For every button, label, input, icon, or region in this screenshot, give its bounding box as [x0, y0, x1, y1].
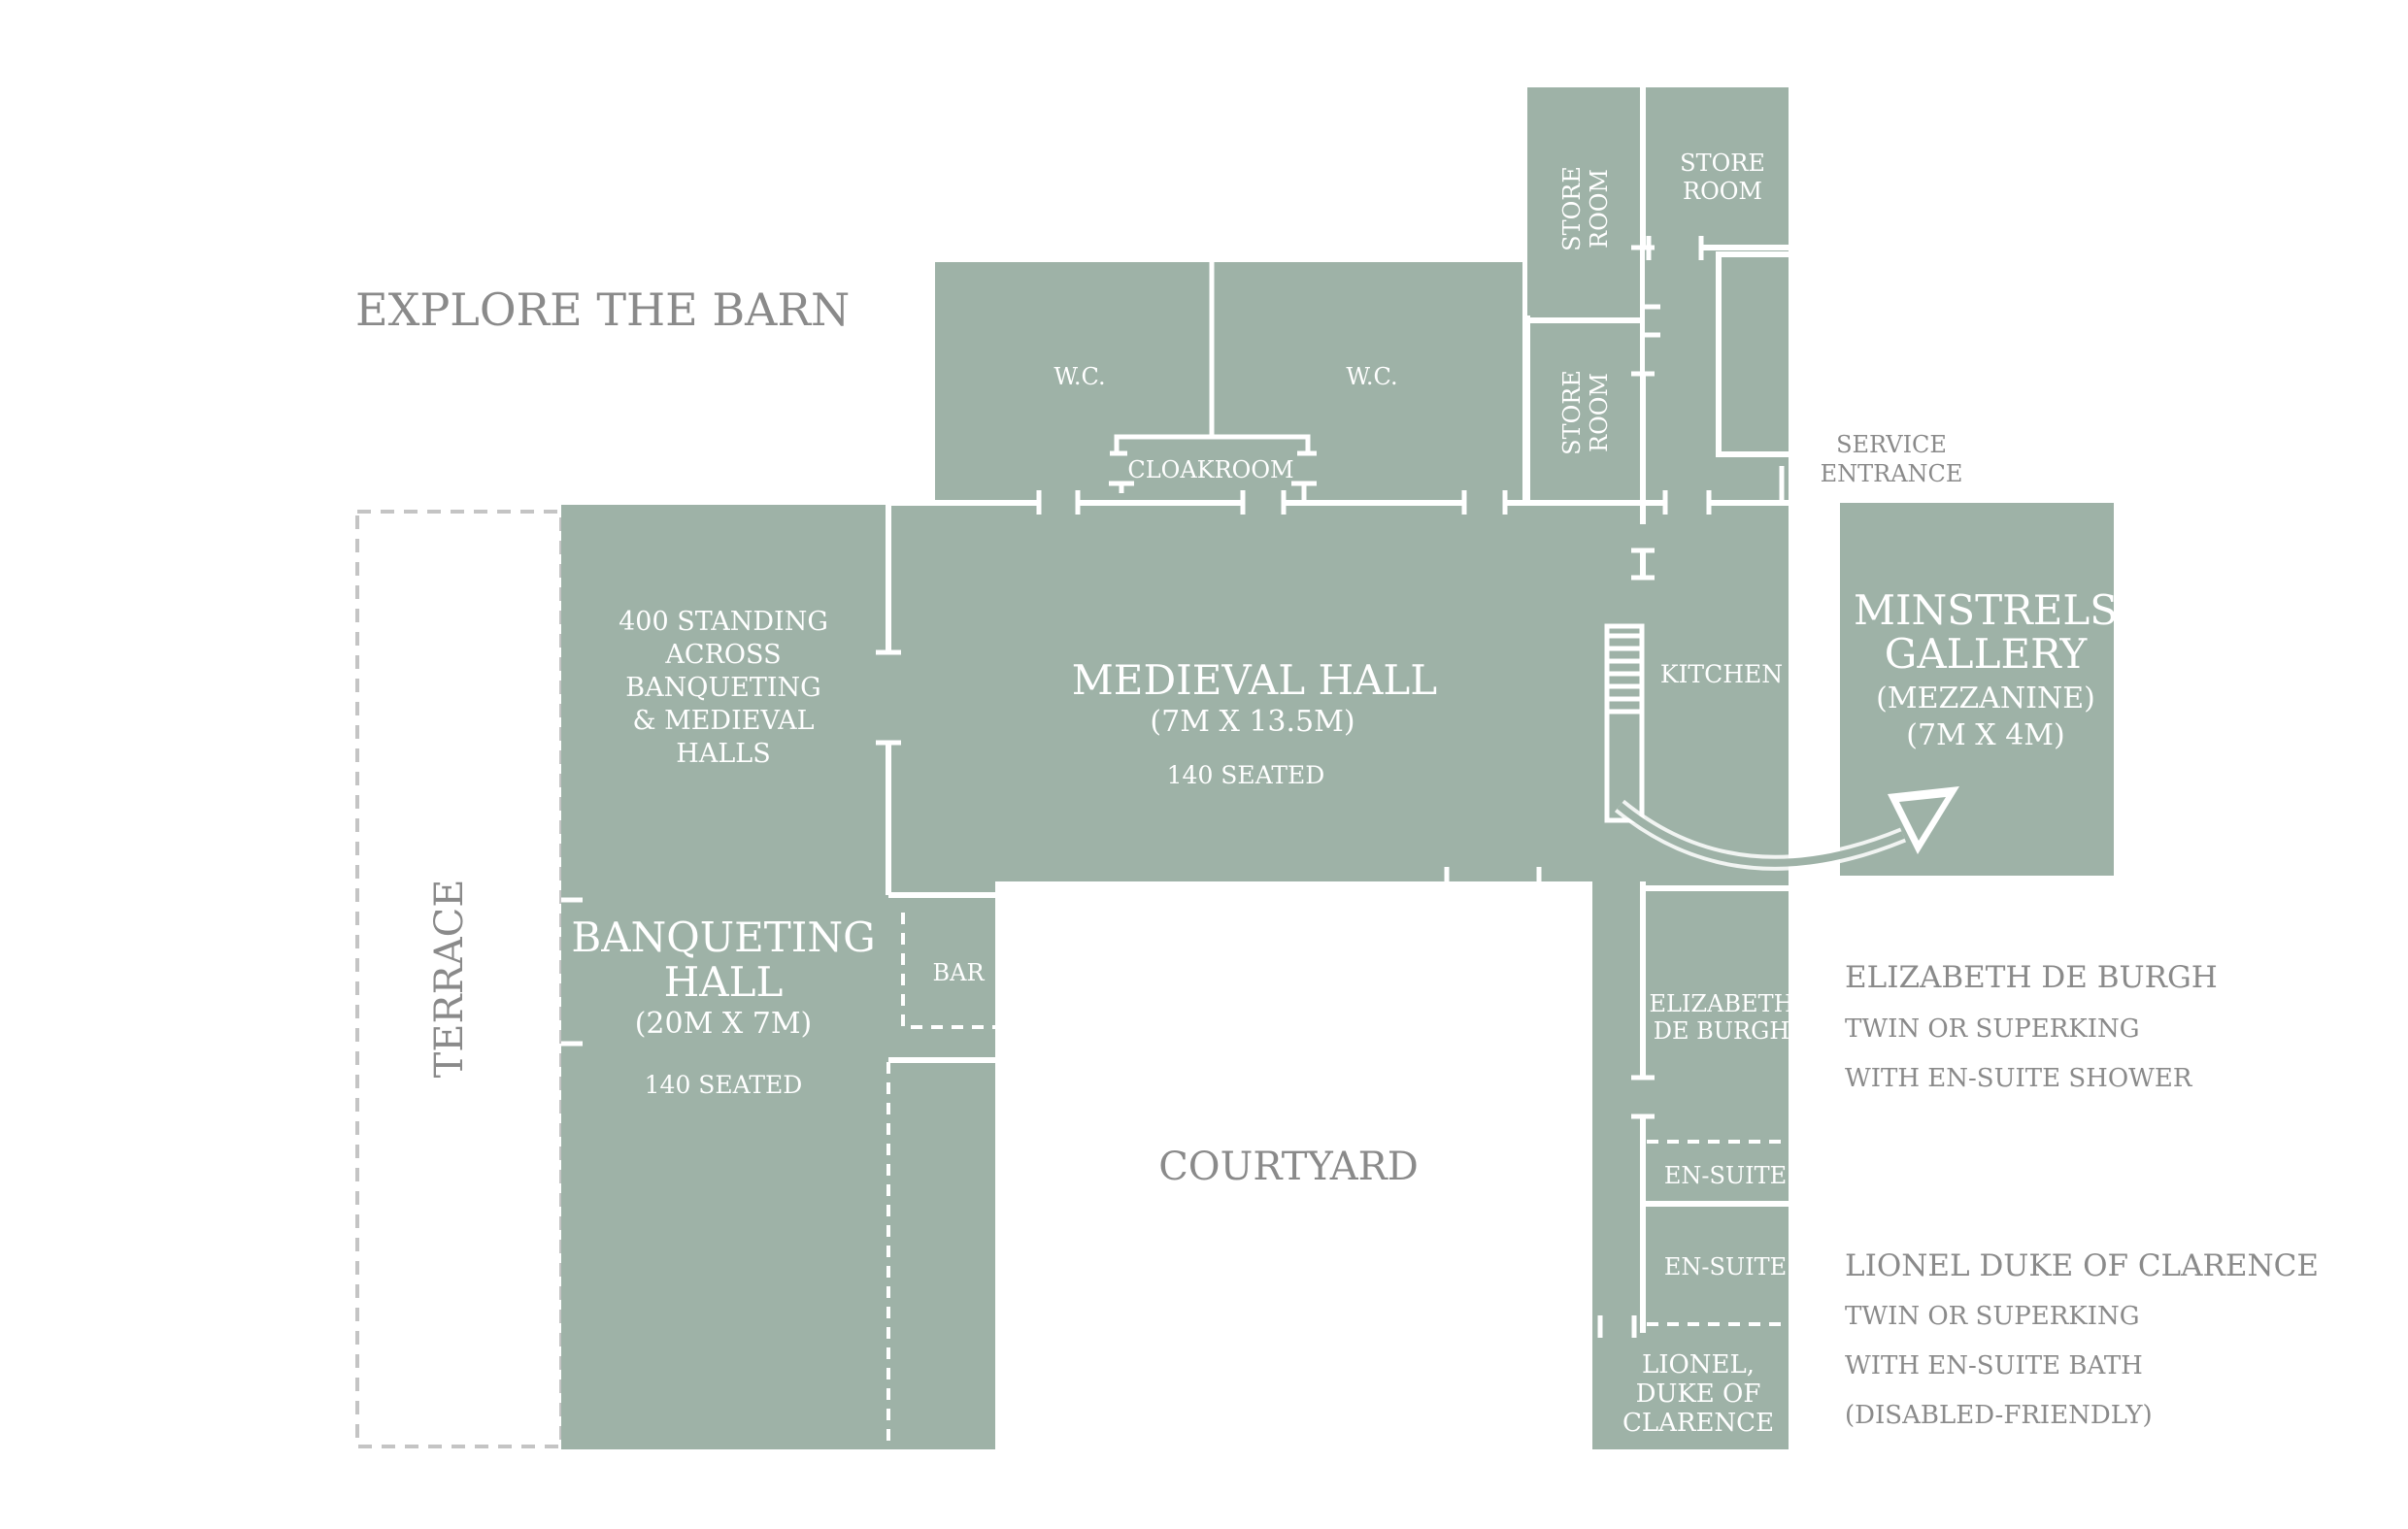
minstrels-gallery-size: (7M X 4M): [1906, 718, 2064, 752]
minstrels-gallery-block: [1840, 503, 2114, 876]
terrace-outline: [355, 510, 563, 1448]
store-room-lower-label-1: STORE: [1558, 370, 1586, 455]
wc-left-label: W.C.: [1054, 363, 1105, 390]
service-entrance-label-1: SERVICE: [1836, 431, 1947, 458]
standing-note-5: HALLS: [676, 739, 770, 769]
store-room-lower-label-2: ROOM: [1586, 373, 1613, 452]
ensuite-2-label: EN-SUITE: [1664, 1253, 1787, 1280]
room-labels: W.C. W.C. CLOAKROOM STORE ROOM STORE ROO…: [571, 150, 2118, 1438]
elizabeth-note-line-3: WITH EN-SUITE SHOWER: [1845, 1064, 2193, 1093]
curved-arrow-icon: [1614, 786, 1959, 871]
standing-note-1: 400 STANDING: [619, 607, 828, 637]
lionel-note-title: LIONEL DUKE OF CLARENCE: [1845, 1248, 2319, 1283]
bar-label: BAR: [932, 959, 985, 986]
elizabeth-note-line-2: TWIN OR SUPERKING: [1845, 1014, 2140, 1044]
banqueting-hall-name-2: HALL: [664, 958, 784, 1006]
standing-note-3: BANQUETING: [625, 673, 820, 703]
page-title: EXPLORE THE BARN: [355, 283, 850, 336]
courtyard-label: COURTYARD: [1158, 1145, 1419, 1189]
medieval-hall-name: MEDIEVAL HALL: [1072, 656, 1437, 704]
store-room-right-label-2: ROOM: [1683, 178, 1762, 205]
lionel-note-line-2: TWIN OR SUPERKING: [1845, 1302, 2140, 1331]
store-column-left: [1527, 87, 1640, 510]
lionel-note-line-4: (DISABLED-FRIENDLY): [1845, 1401, 2153, 1430]
banqueting-hall-name-1: BANQUETING: [571, 914, 875, 961]
kitchen-label: KITCHEN: [1660, 660, 1783, 688]
minstrels-gallery-type: (MEZZANINE): [1876, 681, 2095, 715]
lionel-room-label-2: DUKE OF: [1636, 1379, 1761, 1409]
store-room-top-label-2: ROOM: [1586, 169, 1613, 249]
standing-note-4: & MEDIEVAL: [632, 706, 814, 736]
store-room-right-label-1: STORE: [1680, 150, 1765, 177]
wc-block: [935, 262, 1522, 510]
ensuite-1-label: EN-SUITE: [1664, 1162, 1787, 1189]
store-room-top-label-1: STORE: [1558, 166, 1586, 251]
lionel-note-line-3: WITH EN-SUITE BATH: [1845, 1351, 2143, 1380]
terrace-label: TERRACE: [427, 880, 472, 1079]
elizabeth-room-label-1: ELIZABETH: [1649, 990, 1793, 1017]
minstrels-gallery-name-1: MINSTRELS: [1854, 586, 2118, 634]
wc-right-label: W.C.: [1346, 363, 1397, 390]
service-entrance-label-2: ENTRANCE: [1821, 460, 1963, 487]
cloakroom-label: CLOAKROOM: [1127, 456, 1293, 483]
medieval-hall-size: (7M X 13.5M): [1150, 705, 1354, 739]
minstrels-gallery-name-2: GALLERY: [1885, 630, 2089, 678]
walls: [561, 87, 1789, 1446]
banqueting-hall-size: (20M X 7M): [635, 1007, 813, 1041]
elizabeth-note-title: ELIZABETH DE BURGH: [1845, 960, 2218, 995]
medieval-hall-capacity: 140 SEATED: [1167, 761, 1325, 789]
outside-labels: COURTYARD SERVICE ENTRANCE ELIZABETH DE …: [1158, 431, 2319, 1430]
lionel-room-label-1: LIONEL,: [1642, 1350, 1755, 1379]
elizabeth-room-label-2: DE BURGH: [1654, 1017, 1789, 1045]
room-blocks: [561, 87, 2114, 1449]
banqueting-hall-capacity: 140 SEATED: [645, 1071, 803, 1099]
standing-note-2: ACROSS: [664, 640, 781, 670]
lionel-room-label-3: CLARENCE: [1622, 1409, 1774, 1438]
